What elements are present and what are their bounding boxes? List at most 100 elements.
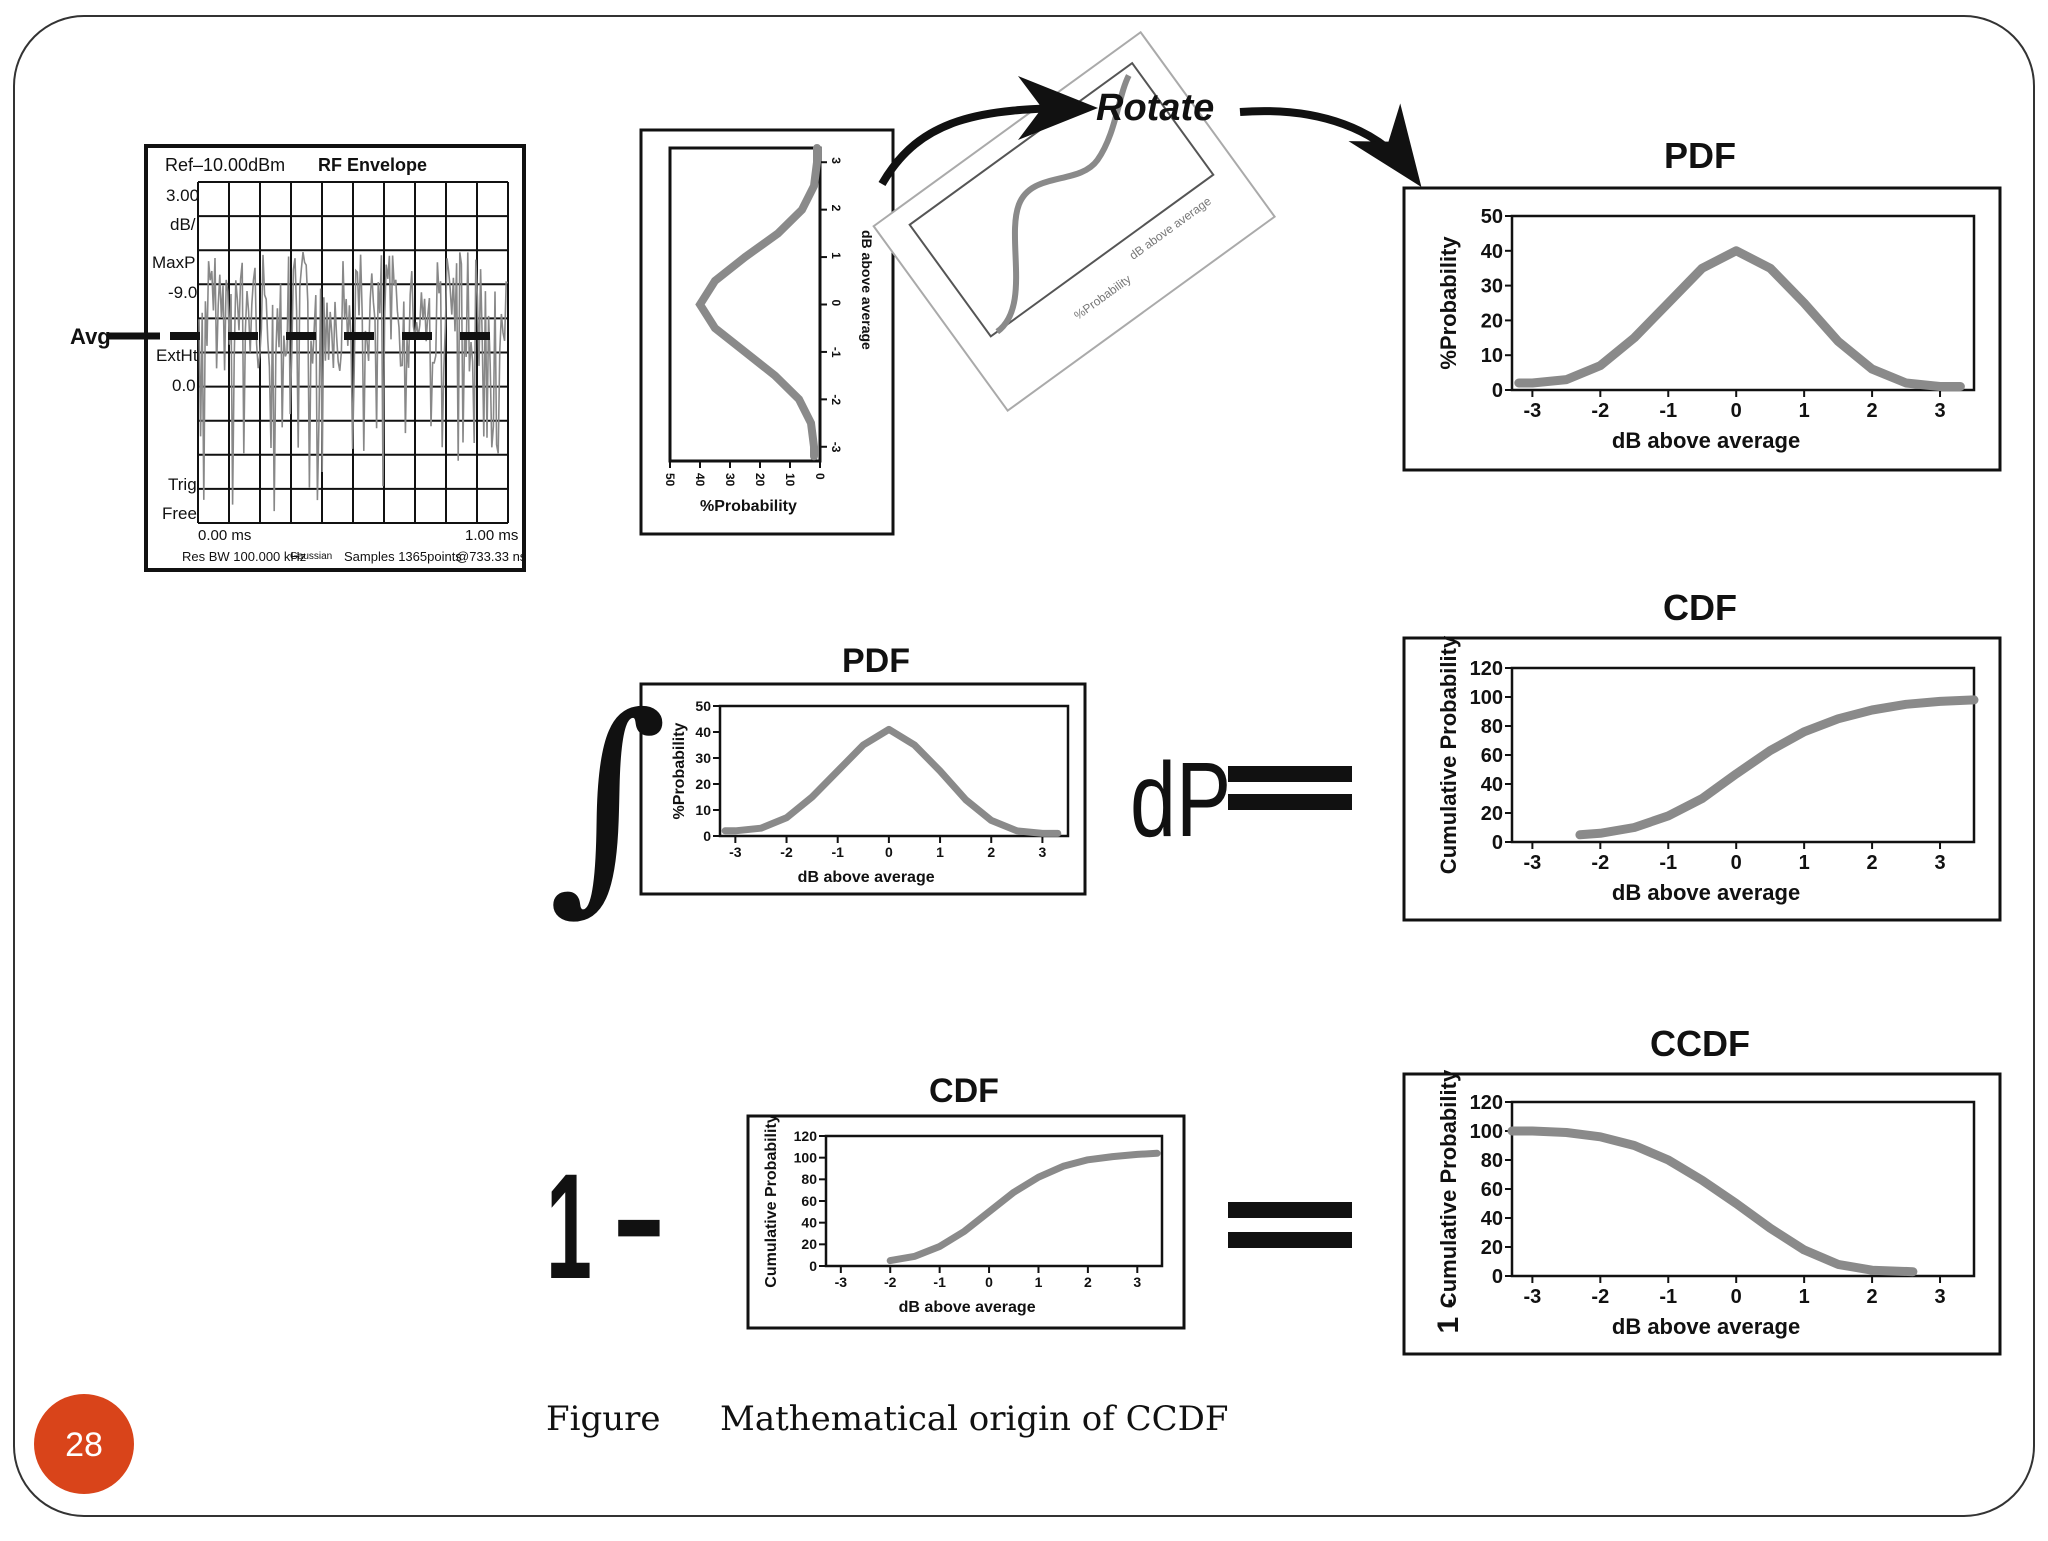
y-tick-label: 30 [695,750,711,766]
chart-ylabel-prefix: 1 - [1432,1298,1465,1333]
x-tick-label: -2 [780,844,793,860]
y-tick-label: 40 [801,1215,817,1231]
y-tick-label: 80 [1481,716,1503,738]
x-tick-label: -1 [933,1274,946,1290]
y-tick-label: 0 [1492,380,1503,402]
x-tick-label: 3 [1039,844,1047,860]
y-tick-label: 0 [1492,832,1503,854]
caption-figure-word: Figure [546,1399,661,1439]
x-tick-label: 0 [985,1274,993,1290]
rotated-y-tick-label: 0 [829,300,843,307]
rotated-x-tick-label: 0 [813,473,827,480]
analyzer-ref: Ref–10.00dBm [165,155,285,175]
x-tick-label: 1 [1035,1274,1043,1290]
y-tick-label: 100 [1470,1121,1503,1143]
y-tick-label: 20 [1481,310,1503,332]
y-tick-label: 40 [1481,241,1503,263]
analyzer-scale-value: 3.00 [166,186,199,205]
chart-ylabel: %Probability [671,722,688,819]
x-tick-label: 0 [1731,1286,1742,1308]
x-tick-label: 1 [936,844,944,860]
x-tick-label: 3 [1934,400,1945,422]
chart-ylabel: %Probability [1436,236,1461,370]
x-tick-label: 1 [1799,1286,1810,1308]
x-tick-label: 3 [1934,1286,1945,1308]
analyzer-trig: Trig [168,475,197,494]
x-tick-label: 2 [1084,1274,1092,1290]
x-tick-label: -3 [1523,1286,1541,1308]
y-tick-label: 80 [1481,1150,1503,1172]
rotated-y-tick-label: -1 [829,347,843,358]
avg-label: Avg [70,324,111,349]
integral-symbol: ∫ [548,668,668,935]
x-tick-label: 1 [1799,400,1810,422]
x-tick-label: -2 [884,1274,897,1290]
rotated-pdf-xlabel: %Probability [700,498,797,515]
x-tick-label: 0 [1731,852,1742,874]
y-tick-label: 120 [1470,658,1503,680]
analyzer-ext-value: 0.0 [172,376,196,395]
y-tick-label: 20 [1481,1237,1503,1259]
x-tick-label: 2 [1867,852,1878,874]
x-tick-label: -3 [835,1274,848,1290]
chart-title: PDF [842,642,910,680]
one-minus: 1 − [546,1142,663,1311]
rotated-x-tick-label: 20 [753,473,767,487]
x-tick-label: -3 [1523,400,1541,422]
x-tick-label: -2 [1591,400,1609,422]
x-tick-label: 2 [987,844,995,860]
analyzer-footer-bw: Res BW 100.000 kHz [182,549,306,564]
chart-ylabel: Cumulative Probability [1436,635,1461,874]
caption-text: Mathematical origin of CCDF [720,1399,1229,1439]
y-tick-label: 80 [801,1171,817,1187]
y-tick-label: 0 [703,828,711,844]
rotated-y-tick-label: -3 [829,442,843,453]
chart-title: CCDF [1650,1023,1750,1064]
x-tick-label: 3 [1133,1274,1141,1290]
x-tick-label: 2 [1867,1286,1878,1308]
y-tick-label: 20 [1481,803,1503,825]
y-tick-label: 0 [809,1258,817,1274]
analyzer-footer-filter: Gaussian [290,551,332,562]
analyzer-time-end: 1.00 ms [465,527,518,544]
x-tick-label: 3 [1934,852,1945,874]
y-tick-label: 30 [1481,276,1503,298]
x-tick-label: -1 [1659,852,1677,874]
analyzer-footer-rate: @733.33 ns [456,549,527,564]
x-tick-label: -3 [729,844,742,860]
rotated-pdf-ylabel: dB above average [859,230,875,350]
x-tick-label: 0 [885,844,893,860]
y-tick-label: 40 [1481,1208,1503,1230]
x-tick-label: -2 [1591,852,1609,874]
x-tick-label: -3 [1523,852,1541,874]
y-tick-label: 20 [695,776,711,792]
chart-xlabel: dB above average [1612,1314,1800,1339]
chart-title: PDF [1664,135,1736,176]
equals-bar-upper [1228,766,1352,782]
y-tick-label: 100 [1470,687,1503,709]
equals-bar-lower [1228,794,1352,810]
rotated-x-tick-label: 10 [783,473,797,487]
x-tick-label: -1 [1659,400,1677,422]
chart-xlabel: dB above average [1612,880,1800,905]
chart-xlabel: dB above average [899,1299,1036,1316]
x-tick-label: 2 [1867,400,1878,422]
analyzer-scale-unit: dB/ [170,215,196,234]
rotated-y-tick-label: -2 [829,394,843,405]
rotated-y-tick-label: 2 [829,205,843,212]
y-tick-label: 120 [1470,1092,1503,1114]
y-tick-label: 40 [1481,774,1503,796]
analyzer-title: RF Envelope [318,155,427,175]
rotated-y-tick-label: 1 [829,252,843,259]
rotate-label: Rotate [1096,87,1214,129]
x-tick-label: -2 [1591,1286,1609,1308]
y-tick-label: 0 [1492,1266,1503,1288]
differential-dp: dP [1130,741,1231,859]
y-tick-label: 50 [1481,206,1503,228]
chart-xlabel: dB above average [798,869,935,886]
analyzer-trig-value: Free [162,504,197,523]
